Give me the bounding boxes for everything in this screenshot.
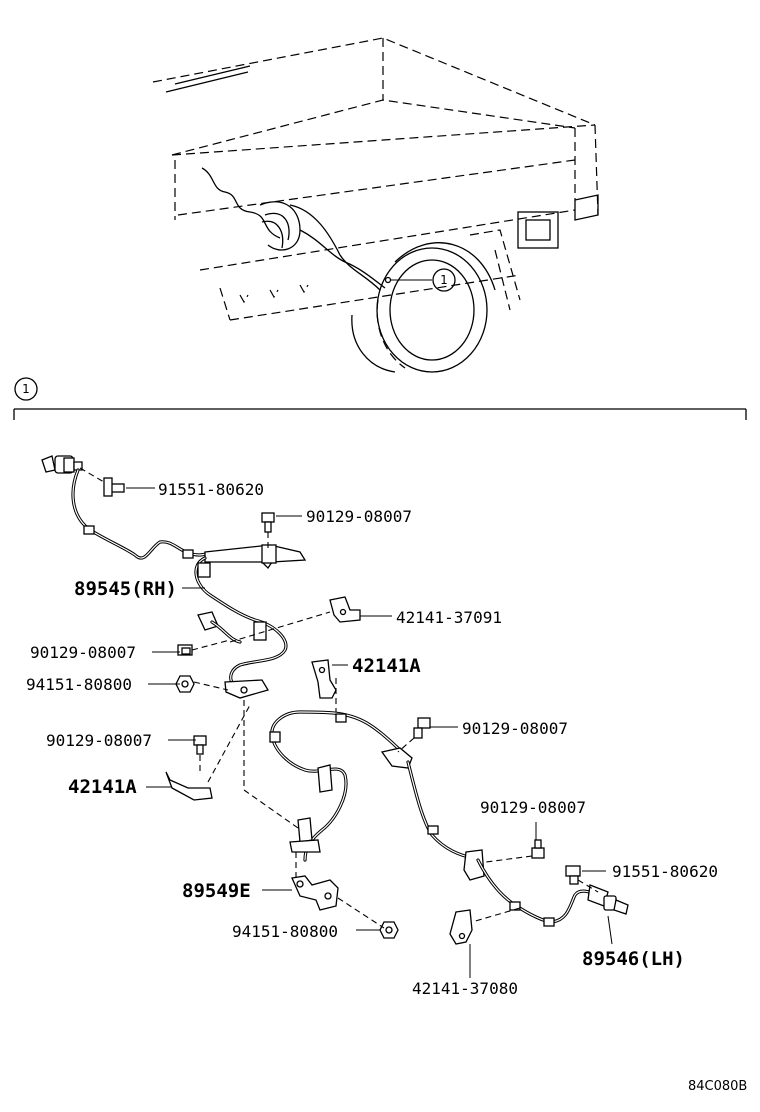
truck-callout-number: 1	[440, 273, 448, 287]
sensor-lh-harness	[269, 710, 629, 927]
label-bracket-37091: 42141-37091	[396, 608, 502, 627]
label-bracket-42141a-upper: 42141A	[352, 655, 421, 677]
label-bolt-90129-left-2: 90129-08007	[46, 731, 152, 750]
bracket-42141a-lower-left	[165, 771, 213, 801]
bolt-90129-left-2	[193, 735, 207, 755]
label-bolt-90129-right-1: 90129-08007	[462, 719, 568, 738]
bracket-37080	[449, 909, 473, 945]
label-sensor-lh: 89546(LH)	[582, 948, 685, 970]
label-bracket-37080: 42141-37080	[412, 979, 518, 998]
sensor-rh-harness	[41, 455, 307, 699]
nut-94151-bottom	[379, 921, 399, 939]
leader-lines	[79, 467, 613, 978]
label-nut-94151-left: 94151-80800	[26, 675, 132, 694]
truck-illustration: 1	[152, 37, 599, 373]
label-bolt-90129-right-2: 90129-08007	[480, 798, 586, 817]
bolt-91551-lh	[565, 865, 581, 885]
label-bracket-89549e: 89549E	[182, 880, 251, 902]
bolt-90129-left-1	[177, 644, 193, 656]
label-nut-94151-bottom: 94151-80800	[232, 922, 338, 941]
label-bolt-91551-lh: 91551-80620	[612, 862, 718, 881]
label-bolt-90129-clamp: 90129-08007	[306, 507, 412, 526]
label-bolt-91551-top: 91551-80620	[158, 480, 264, 499]
label-bolt-90129-left-1: 90129-08007	[30, 643, 136, 662]
label-sensor-rh: 89545(RH)	[74, 578, 177, 600]
bolt-91551-top	[103, 477, 125, 497]
figure-code: 84C080B	[688, 1079, 747, 1094]
section-header: 1	[13, 377, 747, 420]
bolt-90129-right-1	[413, 717, 431, 739]
label-bracket-42141a-lower: 42141A	[68, 776, 137, 798]
bracket-37091	[329, 596, 361, 623]
bolt-90129-clamp	[261, 512, 275, 533]
section-callout-number: 1	[22, 382, 30, 396]
bolt-90129-right-2	[531, 839, 545, 859]
bracket-42141a-upper	[311, 659, 337, 699]
part-labels: 91551-80620 90129-08007 89545(RH) 42141-…	[26, 480, 747, 1094]
